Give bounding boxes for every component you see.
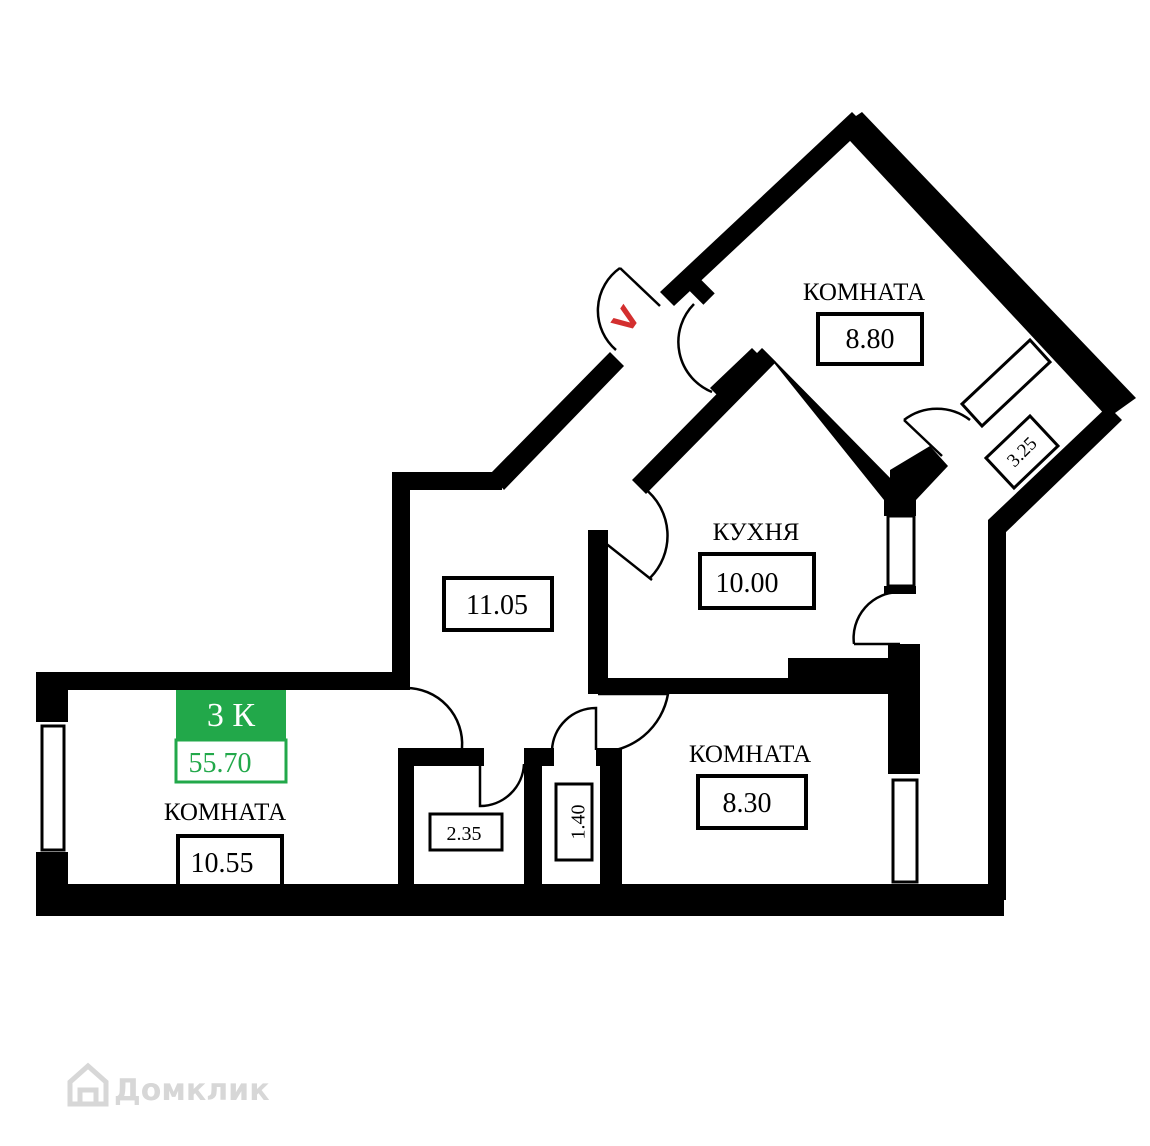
wall-bath-top — [398, 748, 484, 766]
balcony-area-box — [983, 413, 1061, 491]
door-wc — [550, 706, 598, 751]
apartment-total-area: 55.70 — [189, 748, 252, 779]
watermark-text: Домклик — [114, 1073, 270, 1108]
kitchen-area: 10.00 — [716, 568, 779, 599]
room-left-area-box — [176, 834, 284, 888]
wall-top-room-outer — [838, 112, 1136, 418]
room-top-name: КОМНАТА — [803, 279, 925, 306]
hall-area-box — [442, 576, 554, 632]
room-left-area: 10.55 — [191, 848, 254, 879]
windows — [40, 337, 1053, 884]
wall-right — [988, 520, 1006, 900]
room-left-name: КОМНАТА — [164, 799, 286, 826]
wall-left-room-top — [36, 672, 408, 690]
door-entrance — [596, 266, 661, 351]
doors — [405, 266, 971, 808]
room-right-area-box — [696, 774, 808, 830]
wall-kitchen-bottom-thick — [788, 658, 900, 694]
window-top-room — [959, 337, 1053, 429]
wall-kitchen-roof-left — [632, 348, 776, 494]
entrance-mark-icon: V — [606, 300, 648, 340]
wall-top-room-inner — [710, 348, 762, 398]
window-left — [40, 724, 66, 852]
kitchen-area-box — [698, 552, 816, 610]
wall-hall-diagonal — [490, 352, 624, 490]
wall-left-bottom — [36, 852, 68, 892]
door-left-room — [405, 686, 464, 750]
wall-kitchen-left — [588, 530, 608, 694]
wc-area-box — [554, 782, 594, 862]
wall-bath-right — [524, 748, 542, 888]
wall-stub — [689, 279, 715, 305]
wall-hall-left — [392, 472, 410, 690]
room-top-area: 8.80 — [846, 324, 895, 355]
apartment-area-box — [174, 738, 288, 784]
door-kitchen — [603, 487, 669, 581]
wall-kitchen-roof-right — [762, 348, 898, 500]
wall-kitchen-right-lower — [884, 586, 916, 594]
wall-entrance-top — [660, 112, 866, 306]
room-right-name: КОМНАТА — [689, 741, 811, 768]
watermark: Домклик — [67, 1062, 270, 1108]
room-right-area: 8.30 — [723, 788, 772, 819]
apartment-type-badge — [176, 690, 286, 740]
door-closet — [903, 407, 971, 457]
bathroom-area-box — [428, 812, 504, 852]
wall-hall-top — [392, 472, 502, 490]
wall-wc-right — [600, 748, 622, 888]
window-kitchen — [886, 514, 916, 588]
door-corridor — [852, 590, 901, 646]
walls — [36, 112, 1136, 916]
window-right-room — [891, 778, 919, 884]
door-top-room — [677, 303, 713, 394]
door-bathroom — [478, 763, 526, 808]
wall-wc-top — [524, 748, 554, 766]
apartment-type-label: 3 К — [207, 697, 256, 734]
room-top-area-box — [816, 312, 924, 366]
kitchen-name: КУХНЯ — [713, 519, 800, 546]
wall-bath-left — [398, 748, 414, 888]
house-logo-icon — [67, 1062, 109, 1107]
wall-kitchen-right — [884, 486, 916, 516]
door-right-room — [597, 692, 670, 754]
wall-bottom — [36, 884, 1004, 916]
wall-right-room-right — [888, 644, 920, 774]
wall-right-diagonal — [988, 406, 1122, 534]
bathroom-area: 2.35 — [447, 823, 482, 845]
wc-area: 1.40 — [568, 805, 590, 840]
hall-area: 11.05 — [466, 590, 528, 621]
